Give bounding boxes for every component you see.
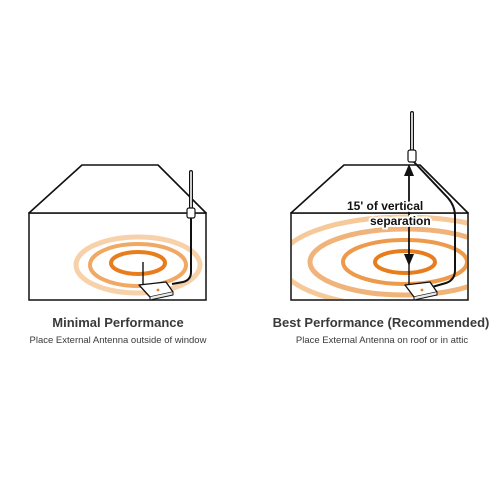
minimal-performance-title: Minimal Performance	[52, 315, 184, 330]
minimal-performance-subtitle: Place External Antenna outside of window	[29, 335, 207, 346]
house-best: 15' of vertical separation	[290, 111, 469, 301]
antenna-cable	[413, 161, 456, 288]
house-minimal	[28, 164, 207, 301]
repeater-device-icon	[404, 264, 438, 301]
separation-label: 15' of vertical separation	[345, 197, 433, 230]
best-performance-title: Best Performance (Recommended)	[272, 315, 490, 330]
house-roof	[28, 164, 207, 214]
separation-label-line2: separation	[370, 214, 431, 228]
signal-rings	[73, 234, 203, 296]
antenna-cable	[171, 218, 192, 285]
best-performance-subtitle: Place External Antenna on roof or in att…	[295, 335, 469, 346]
external-antenna-icon	[186, 170, 196, 219]
repeater-device-icon	[138, 262, 174, 301]
vertical-separation-arrow	[404, 164, 414, 266]
signal-rings	[292, 214, 467, 299]
separation-label-line1: 15' of vertical	[347, 199, 423, 213]
rooftop-antenna-icon	[407, 111, 417, 163]
